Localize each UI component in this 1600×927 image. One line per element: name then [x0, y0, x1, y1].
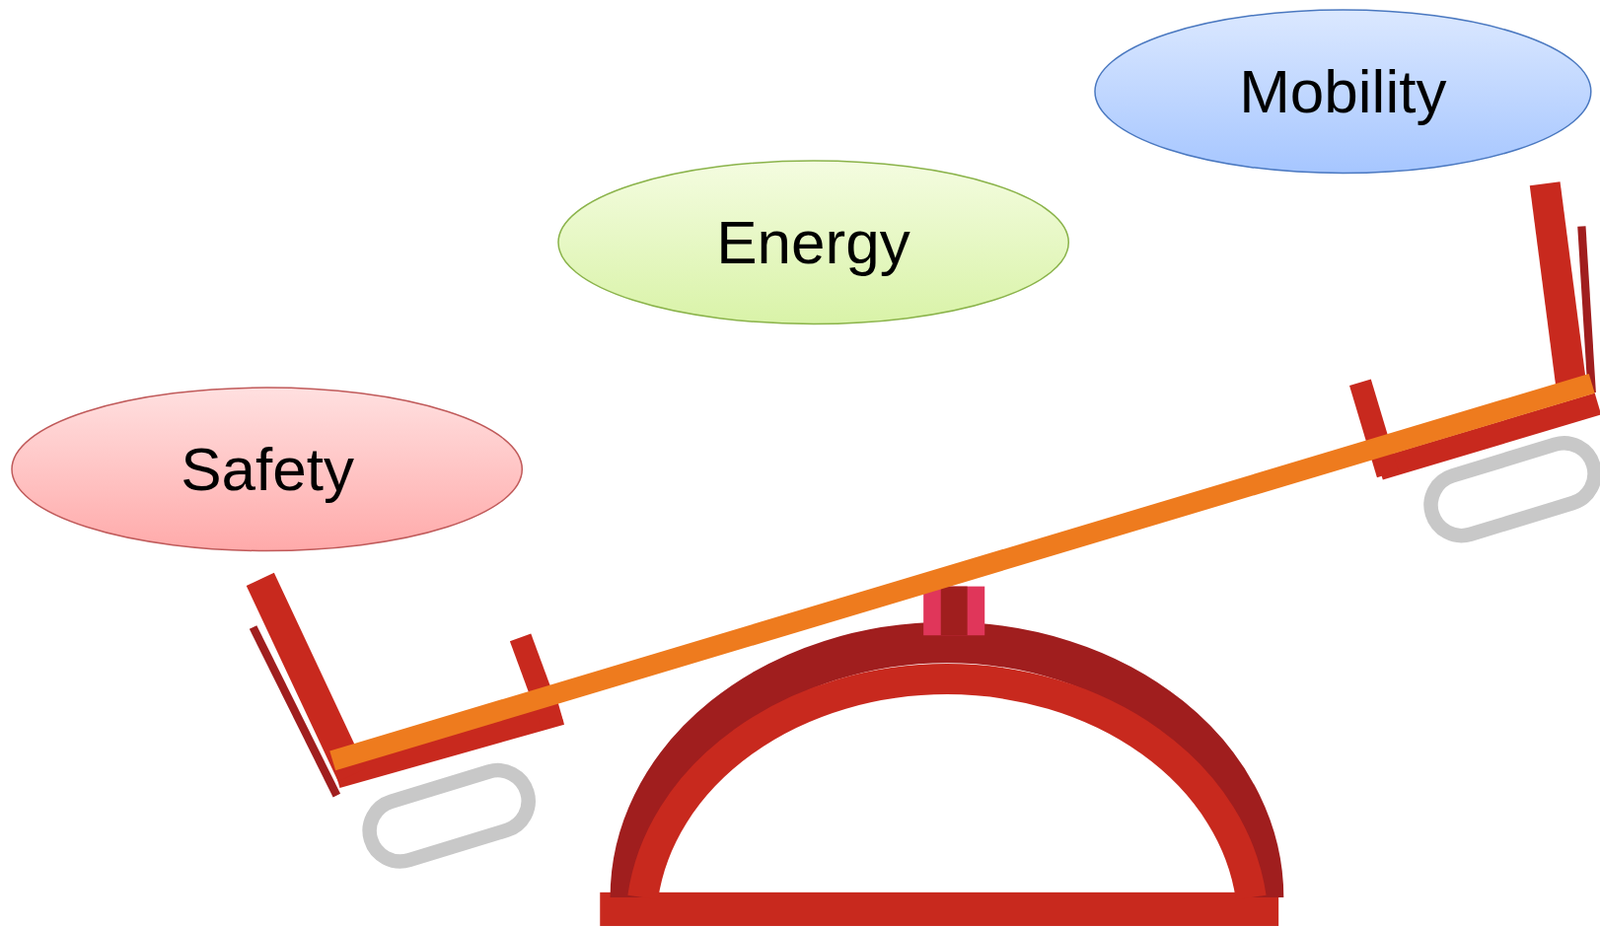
ellipse-node: Safety — [10, 386, 523, 553]
pivot-post-core — [941, 586, 968, 637]
node-label: Safety — [180, 436, 355, 504]
pivot-post — [923, 586, 985, 637]
node-label: Mobility — [1238, 58, 1447, 126]
seesaw-base — [599, 892, 1279, 927]
seesaw-beam — [332, 383, 1592, 762]
ellipse-shape — [1094, 9, 1592, 174]
handle-loop — [362, 762, 536, 870]
seat-back-shadow — [1581, 226, 1592, 394]
seesaw-arch-shadow — [630, 642, 1263, 898]
seat-back — [1544, 183, 1572, 388]
ellipse-shape — [558, 160, 1069, 325]
ellipse-node: Energy — [557, 159, 1070, 326]
seesaw-arch — [643, 679, 1252, 898]
seat-back-shadow — [253, 627, 338, 797]
node-label: Energy — [716, 209, 910, 277]
ellipse-shape — [11, 387, 522, 552]
ellipse-node: Mobility — [1093, 8, 1593, 175]
